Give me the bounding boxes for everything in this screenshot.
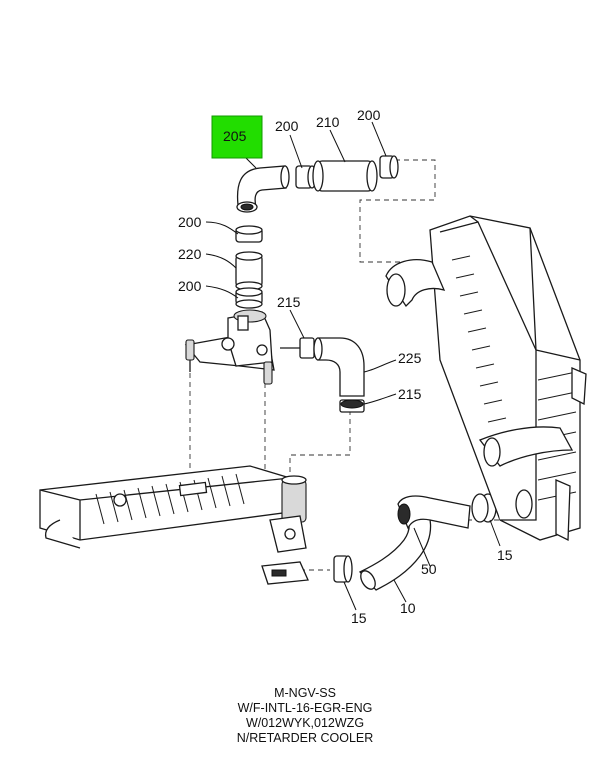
clamp-215-top[interactable] [280, 337, 315, 359]
callout-10[interactable]: 10 [400, 600, 416, 616]
valve-cover-ribs [95, 473, 245, 525]
callout-15-bottom[interactable]: 15 [351, 610, 367, 626]
clamp-200-mid[interactable] [235, 225, 263, 243]
callout-highlight [211, 115, 263, 159]
hose-50[interactable] [397, 495, 471, 530]
callout-labels: 205 200 210 200 200 220 200 215 225 215 … [178, 107, 513, 626]
egr-actuator [269, 475, 307, 553]
clamp-15-bottom[interactable] [333, 555, 353, 583]
callout-200-top[interactable]: 200 [275, 118, 299, 134]
cooler-module [385, 215, 587, 542]
callout-200-low[interactable]: 200 [178, 278, 202, 294]
callout-220[interactable]: 220 [178, 246, 202, 262]
callout-210[interactable]: 210 [316, 114, 340, 130]
elbow-225[interactable] [313, 337, 365, 397]
clamp-200-low[interactable] [235, 287, 263, 309]
callout-205[interactable]: 205 [223, 128, 247, 144]
caption-line-3: W/012WYK,012WZG [245, 716, 365, 730]
diagram-caption: M-NGV-SS W/F-INTL-16-EGR-ENG W/012WYK,01… [0, 686, 610, 746]
clamp-200-right[interactable] [379, 155, 399, 179]
callout-200-right[interactable]: 200 [357, 107, 381, 123]
callout-215-top[interactable]: 215 [277, 294, 301, 310]
caption-line-2: W/F-INTL-16-EGR-ENG [237, 701, 373, 715]
tube-220[interactable] [235, 251, 263, 291]
leader-lines [205, 121, 501, 611]
lower-pipe-fitting [261, 561, 309, 585]
tube-210[interactable] [312, 160, 378, 192]
callout-215-low[interactable]: 215 [398, 386, 422, 402]
caption-line-1: M-NGV-SS [274, 686, 336, 700]
callout-225[interactable]: 225 [398, 350, 422, 366]
elbow-205[interactable] [236, 165, 290, 213]
egr-valve-bracket[interactable] [184, 309, 275, 385]
callout-15-right[interactable]: 15 [497, 547, 513, 563]
callout-50[interactable]: 50 [421, 561, 437, 577]
clamp-215-low[interactable] [339, 399, 365, 413]
engine-valve-cover [39, 465, 291, 549]
callout-200-mid[interactable]: 200 [178, 214, 202, 230]
caption-line-4: N/RETARDER COOLER [236, 731, 374, 745]
